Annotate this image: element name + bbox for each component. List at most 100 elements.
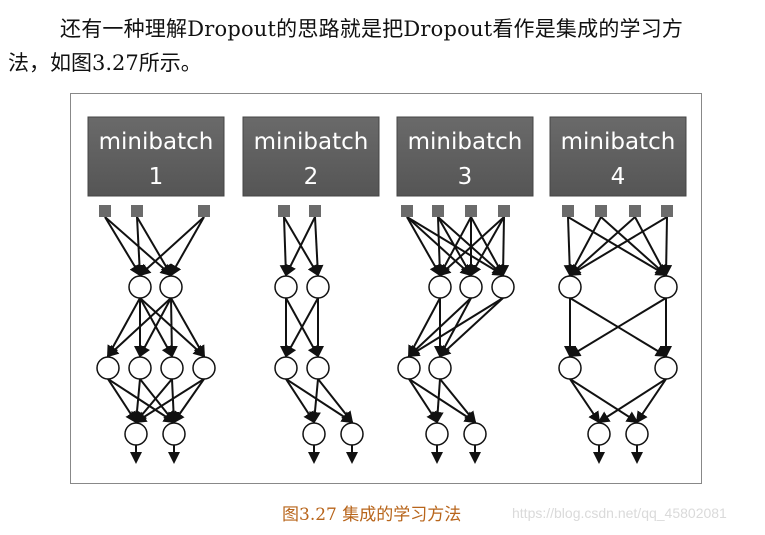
neuron-node [128,356,152,380]
paragraph-line-1: 还有一种理解Dropout的思路就是把Dropout看作是集成的学习方 [60,17,684,41]
neuron-node [654,275,678,299]
connection-arrow [600,216,668,277]
connection-arrow [470,216,505,277]
connection-arrow [431,378,444,424]
input-node [432,205,444,217]
neuron-node [428,356,452,380]
neuron-node [96,356,120,380]
connection-arrow [439,378,477,424]
connection-arrow [165,297,178,358]
connection-arrow [438,297,504,358]
connection-arrow [139,297,172,358]
neuron-node [274,275,298,299]
connection-arrow [104,216,142,277]
neuron-node [160,356,184,380]
neuron-node [340,422,364,446]
connection-arrow [136,216,173,277]
connection-arrow [138,216,205,277]
connection-arrow [107,297,141,358]
connection-arrow [285,216,316,277]
neuron-node [625,422,649,446]
neuron-node [459,275,483,299]
body-paragraph: 还有一种理解Dropout的思路就是把Dropout看作是集成的学习方 法，如图… [8,12,758,80]
minibatch-number: 1 [149,164,164,190]
connection-arrow [597,378,667,424]
neuron-node [397,356,421,380]
minibatch-box [396,116,534,197]
connection-arrow [568,216,668,277]
input-node [401,205,413,217]
connection-arrow [285,297,319,358]
neuron-node [306,356,330,380]
connection-arrow [134,378,205,424]
neuron-node [463,422,487,446]
neuron-node [302,422,326,446]
minibatch-number: 4 [611,164,626,190]
minibatch-number: 2 [304,164,319,190]
connection-arrow [406,216,441,277]
input-node [131,205,143,217]
neuron-node [428,275,452,299]
input-node [629,205,641,217]
minibatch-box [242,116,380,197]
connection-arrow [438,216,505,277]
connection-arrow [170,297,205,358]
watermark: https://blog.csdn.net/qq_45802081 [512,505,727,521]
connection-arrow [497,216,510,277]
connection-arrow [433,216,446,277]
connection-arrow [568,216,636,277]
connection-arrow [568,297,667,358]
connection-arrow [279,216,292,277]
connection-arrow [167,378,180,424]
connection-arrow [569,378,639,424]
neuron-node [128,275,152,299]
minibatch-label: minibatch [99,129,214,155]
connection-arrow [107,378,176,424]
connection-arrow [635,378,667,424]
neuron-node [192,356,216,380]
minibatch-box [549,116,687,197]
input-node [198,205,210,217]
neuron-node [587,422,611,446]
connection-arrow [285,378,354,424]
input-node [99,205,111,217]
neuron-node [124,422,148,446]
connection-arrow [563,216,576,277]
neuron-node [558,356,582,380]
minibatch-label: minibatch [561,129,676,155]
input-node [498,205,510,217]
neuron-node [491,275,515,299]
connection-arrow [285,378,316,424]
connection-arrow [170,216,205,277]
input-node [465,205,477,217]
input-node [278,205,290,217]
connection-arrow [408,378,439,424]
neuron-node [159,275,183,299]
connection-arrow [569,378,601,424]
input-node [595,205,607,217]
neuron-node [558,275,582,299]
connection-arrow [317,378,354,424]
connection-arrow [407,297,504,358]
connection-arrow [660,216,673,277]
input-node [661,205,673,217]
input-node [309,205,321,217]
connection-arrow [107,378,138,424]
connection-arrow [308,378,321,424]
neuron-node [162,422,186,446]
connection-arrow [408,378,477,424]
figure-caption: 图3.27 集成的学习方法 [282,505,462,525]
paragraph-line-2: 法，如图3.27所示。 [8,51,202,75]
connection-arrow [311,216,324,277]
neuron-node [306,275,330,299]
neuron-node [274,356,298,380]
minibatch-box [87,116,225,197]
minibatch-label: minibatch [408,129,523,155]
neuron-node [654,356,678,380]
ensemble-figure [70,93,702,484]
neuron-node [425,422,449,446]
connection-arrow [106,297,172,358]
input-node [562,205,574,217]
minibatch-number: 3 [458,164,473,190]
